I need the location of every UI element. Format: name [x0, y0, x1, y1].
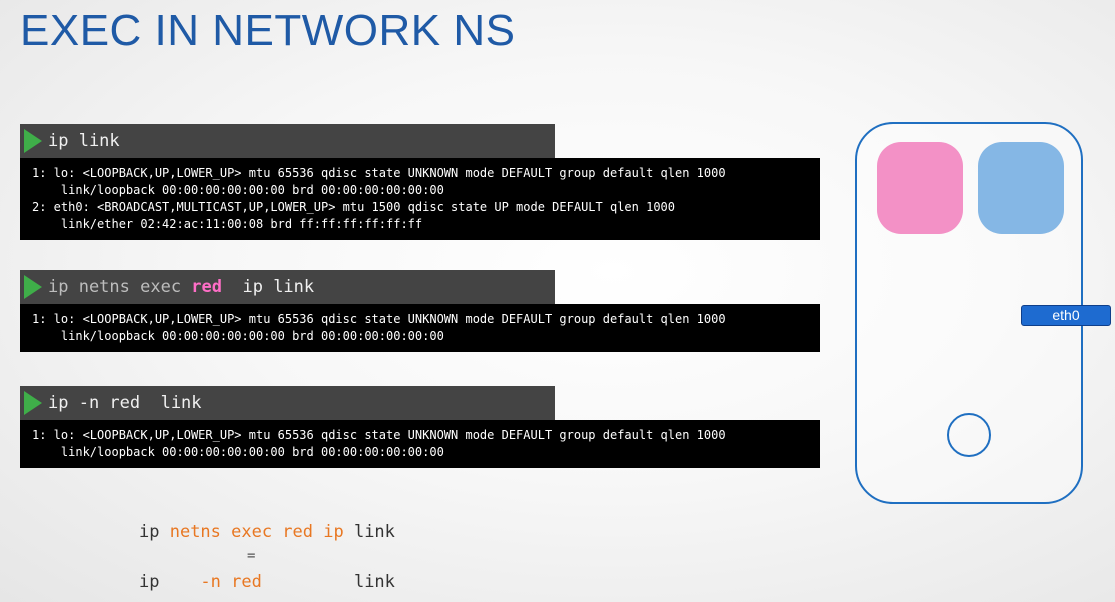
- command-namespace: red: [191, 277, 223, 297]
- equivalence-line-2: ip -n red link: [139, 572, 395, 592]
- command-bar-ip-n: ip -n red link: [20, 386, 555, 420]
- equals-sign: =: [247, 548, 256, 564]
- output-text: 1: lo: <LOOPBACK,UP,LOWER_UP> mtu 65536 …: [32, 312, 726, 343]
- output-text: 1: lo: <LOOPBACK,UP,LOWER_UP> mtu 65536 …: [32, 428, 726, 459]
- command-text: ip -n red link: [48, 393, 202, 413]
- command-bar-ip-link: ip link: [20, 124, 555, 158]
- eth0-interface: eth0: [1021, 305, 1111, 326]
- command-suffix: ip link: [222, 277, 315, 297]
- eq-part: link: [343, 522, 395, 542]
- eq-part: ip: [139, 522, 170, 542]
- terminal-output: 1: lo: <LOOPBACK,UP,LOWER_UP> mtu 65536 …: [20, 158, 820, 240]
- terminal-output: 1: lo: <LOOPBACK,UP,LOWER_UP> mtu 65536 …: [20, 420, 820, 468]
- namespace-blue: [978, 142, 1064, 234]
- eq-highlight: netns exec red ip: [169, 522, 344, 542]
- eq-part: ip: [139, 572, 201, 592]
- equivalence-line-1: ip netns exec red ip link: [139, 522, 395, 542]
- namespace-red: [877, 142, 963, 234]
- play-icon: [24, 275, 42, 299]
- command-bar-netns-exec: ip netns exec red ip link: [20, 270, 555, 304]
- circle-icon: [947, 413, 991, 457]
- terminal-output: 1: lo: <LOOPBACK,UP,LOWER_UP> mtu 65536 …: [20, 304, 820, 352]
- command-prefix: ip netns exec: [48, 277, 192, 297]
- page-title: EXEC IN NETWORK NS: [20, 6, 516, 55]
- eq-highlight: -n red: [200, 572, 262, 592]
- play-icon: [24, 129, 42, 153]
- command-text: ip link: [48, 131, 120, 151]
- play-icon: [24, 391, 42, 415]
- output-text: 1: lo: <LOOPBACK,UP,LOWER_UP> mtu 65536 …: [32, 166, 726, 231]
- eq-part: link: [261, 572, 395, 592]
